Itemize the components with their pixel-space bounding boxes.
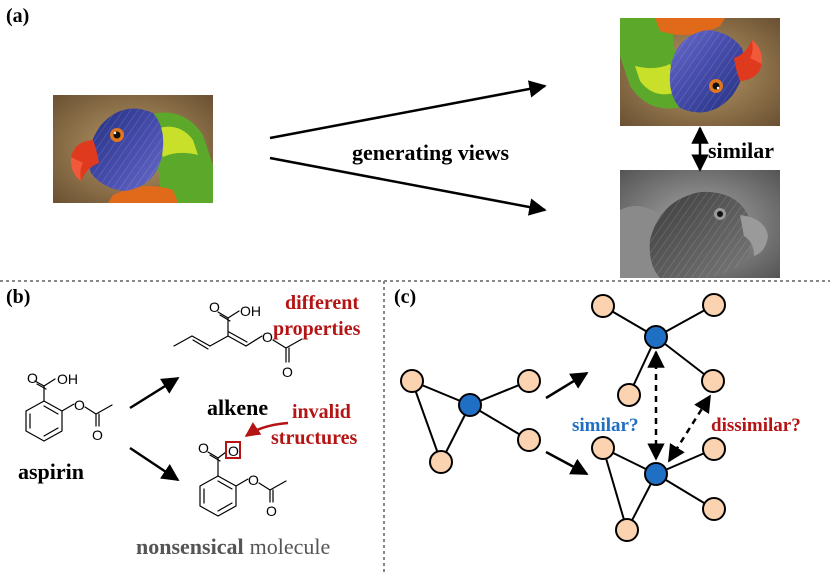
aspirin-to-nonsensical-arrow <box>129 446 180 482</box>
graph-node <box>615 518 639 542</box>
graph-node <box>517 369 541 393</box>
panel-c-label: (c) <box>394 286 416 308</box>
alkene-ester-oxygen: O <box>262 329 273 345</box>
graph-node <box>617 383 641 407</box>
graph-node <box>701 369 725 393</box>
aspirin-carbonyl-oxygen: O <box>27 370 38 386</box>
alkene-label: alkene <box>207 395 268 420</box>
aspirin-label: aspirin <box>18 459 84 484</box>
panel-a-label: (a) <box>6 5 29 27</box>
aspirin-hydroxyl: OH <box>57 371 78 387</box>
original-parrot-image <box>53 95 213 203</box>
molecule-word: molecule <box>250 534 331 559</box>
panel-b-label: (b) <box>6 286 30 308</box>
graph-node <box>702 437 726 461</box>
view-arrow-upper <box>269 80 547 140</box>
dissimilar-question-label: dissimilar? <box>711 415 801 436</box>
graph-node <box>591 436 615 460</box>
nonsensical-invalid-oxygen: O <box>228 443 239 459</box>
augmented-graph-lower <box>591 436 726 542</box>
properties-label-line2: properties <box>273 318 361 340</box>
panel-b: (b) O OH O O aspirin <box>6 286 361 559</box>
original-graph <box>400 369 541 474</box>
augmented-graph-upper <box>591 293 726 407</box>
view-arrow-lower <box>269 156 547 216</box>
panel-a: (a) generating views similar <box>6 5 780 278</box>
panel-c: (c) <box>394 286 801 542</box>
alkene-acetyl-oxygen: O <box>282 364 293 380</box>
invalid-pointer-arrow <box>244 421 289 438</box>
aspirin-ester-oxygen: O <box>74 397 85 413</box>
aspirin-to-alkene-arrow <box>129 376 180 410</box>
graph-node <box>400 369 424 393</box>
graph-node <box>517 428 541 452</box>
generating-views-label: generating views <box>352 140 509 165</box>
graph-center-node <box>644 325 668 349</box>
grayscale-parrot-view <box>620 170 780 278</box>
augment-arrow-lower <box>545 450 589 476</box>
nonsensical-carbonyl-oxygen: O <box>198 440 209 456</box>
graph-node <box>591 294 615 318</box>
structures-label-line2: structures <box>271 427 357 449</box>
graph-center-node <box>644 462 668 486</box>
augment-arrow-upper <box>545 371 589 400</box>
similar-label: similar <box>708 138 774 163</box>
alkene-structure: O OH O O <box>173 299 303 380</box>
different-label-line1: different <box>285 292 359 314</box>
invalid-atom-highlight-box <box>225 441 241 459</box>
nonsensical-word: nonsensical <box>136 534 244 559</box>
graph-center-node <box>458 393 482 417</box>
graph-node <box>702 293 726 317</box>
aspirin-structure: O OH O O <box>25 370 113 443</box>
nonsensical-molecule-structure: O O O O <box>198 440 287 519</box>
invalid-label-line1: invalid <box>292 401 351 423</box>
flipped-parrot-view <box>620 18 780 126</box>
graph-node <box>702 497 726 521</box>
graph-node <box>429 450 453 474</box>
similar-question-label: similar? <box>572 415 639 436</box>
alkene-carbonyl-oxygen: O <box>209 299 220 315</box>
dissimilar-dashed-arrow <box>667 394 712 463</box>
nonsensical-ester-oxygen: O <box>248 472 259 488</box>
alkene-hydroxyl: OH <box>240 303 261 319</box>
aspirin-acetyl-oxygen: O <box>92 427 103 443</box>
nonsensical-acetyl-oxygen: O <box>266 503 277 519</box>
